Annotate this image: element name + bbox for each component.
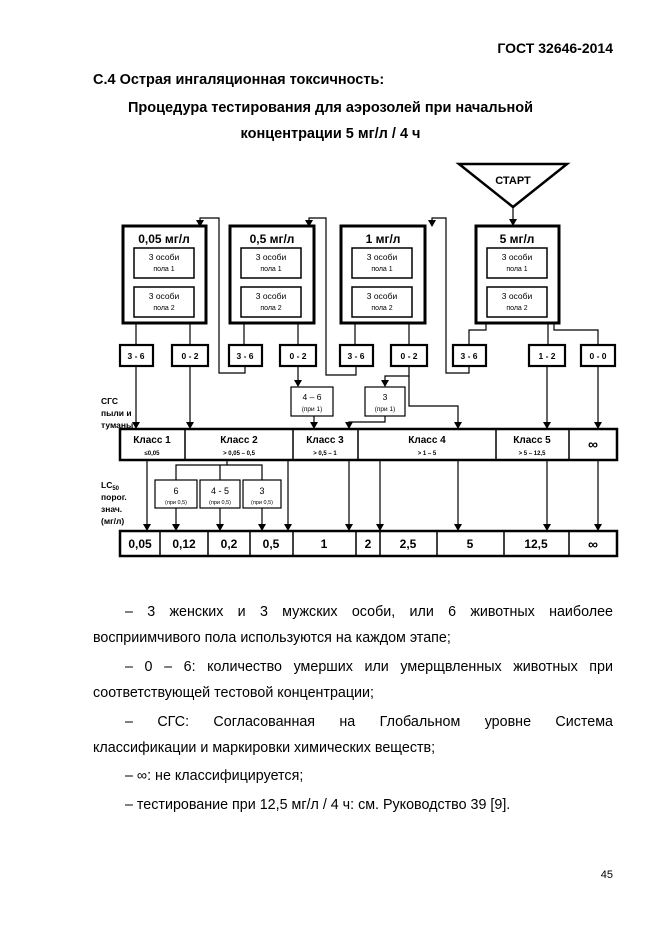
svg-text:3 - 6: 3 - 6 [347, 351, 364, 361]
svg-text:3: 3 [259, 486, 264, 496]
note-3b: классификации и маркировки химических ве… [93, 740, 436, 756]
start-label: СТАРТ [495, 175, 531, 187]
svg-text:пола 2: пола 2 [153, 305, 174, 312]
svg-text:12,5: 12,5 [524, 537, 548, 551]
svg-text:∞: ∞ [588, 436, 598, 452]
note-2b: соответствующей тестовой концентрации; [93, 685, 374, 701]
svg-text:∞: ∞ [588, 536, 598, 552]
note-3a: – СГС: Согласованная на Глобальном уровн… [125, 714, 613, 730]
svg-text:≤0,05: ≤0,05 [145, 451, 161, 457]
svg-text:0 - 0: 0 - 0 [589, 351, 606, 361]
svg-text:Класс 2: Класс 2 [220, 435, 258, 446]
svg-text:пыли и: пыли и [101, 408, 132, 418]
svg-text:5: 5 [467, 537, 474, 551]
svg-text:3 особи: 3 особи [256, 252, 287, 262]
svg-text:3 - 6: 3 - 6 [460, 351, 477, 361]
svg-text:порог.: порог. [101, 492, 127, 502]
svg-text:Класс 4: Класс 4 [408, 435, 446, 446]
svg-text:6: 6 [173, 486, 178, 496]
svg-text:LC50: LC50 [101, 480, 120, 492]
svg-text:Класс 1: Класс 1 [133, 435, 171, 446]
svg-text:(при 1): (при 1) [375, 406, 396, 413]
svg-text:> 0,05 – 0,5: > 0,05 – 0,5 [223, 451, 256, 457]
svg-text:Класс 3: Класс 3 [306, 435, 344, 446]
svg-text:0,2: 0,2 [221, 537, 238, 551]
svg-text:3 особи: 3 особи [256, 291, 287, 301]
conc-3: 5 мг/л [500, 232, 535, 246]
note-5: – тестирование при 12,5 мг/л / 4 ч: см. … [125, 797, 511, 813]
svg-text:4 - 5: 4 - 5 [211, 486, 229, 496]
svg-text:0 - 2: 0 - 2 [400, 351, 417, 361]
svg-text:пола 2: пола 2 [506, 305, 527, 312]
svg-text:(при 1): (при 1) [302, 406, 323, 413]
svg-text:3: 3 [383, 392, 388, 402]
note-4: – ∞: не классифицируется; [125, 768, 304, 784]
svg-text:(при 0,5): (при 0,5) [165, 500, 187, 506]
start-triangle [455, 162, 571, 209]
svg-text:3 - 6: 3 - 6 [127, 351, 144, 361]
svg-text:0,12: 0,12 [172, 537, 196, 551]
svg-text:(при 0,5): (при 0,5) [209, 500, 231, 506]
svg-text:0,05: 0,05 [128, 537, 152, 551]
svg-text:туманы: туманы [101, 420, 133, 430]
svg-text:знач.: знач. [101, 504, 122, 514]
note-1a: – 3 женских и 3 мужских особи, или 6 жив… [125, 604, 613, 620]
svg-text:3 особи: 3 особи [502, 291, 533, 301]
conc-2: 1 мг/л [366, 232, 401, 246]
svg-text:2: 2 [365, 537, 372, 551]
page-number: 45 [600, 869, 613, 881]
svg-text:4 – 6: 4 – 6 [303, 392, 322, 402]
svg-text:3 особи: 3 особи [149, 252, 180, 262]
section-subtitle-2: концентрации 5 мг/л / 4 ч [240, 126, 421, 142]
section-subtitle-1: Процедура тестирования для аэрозолей при… [127, 100, 534, 116]
conc-0: 0,05 мг/л [138, 232, 190, 246]
standard-header: ГОСТ 32646-2014 [497, 40, 613, 56]
svg-text:3 - 6: 3 - 6 [236, 351, 253, 361]
svg-text:3 особи: 3 особи [367, 252, 398, 262]
conc-1: 0,5 мг/л [250, 232, 295, 246]
svg-text:> 5 – 12,5: > 5 – 12,5 [519, 451, 547, 457]
svg-text:(при 0,5): (при 0,5) [251, 500, 273, 506]
svg-text:1: 1 [321, 537, 328, 551]
svg-text:(мг/л): (мг/л) [101, 516, 124, 526]
svg-text:> 1 – 5: > 1 – 5 [418, 451, 437, 457]
svg-text:пола 1: пола 1 [153, 266, 174, 273]
svg-text:3 особи: 3 особи [149, 291, 180, 301]
svg-text:1 - 2: 1 - 2 [538, 351, 555, 361]
svg-text:Класс 5: Класс 5 [513, 435, 551, 446]
svg-text:пола 1: пола 1 [260, 266, 281, 273]
svg-text:0 - 2: 0 - 2 [181, 351, 198, 361]
svg-text:пола 1: пола 1 [506, 266, 527, 273]
note-2a: – 0 – 6: количество умерших или умерщвле… [125, 659, 613, 675]
svg-text:2,5: 2,5 [400, 537, 417, 551]
svg-text:СГС: СГС [101, 396, 118, 406]
svg-text:> 0,5 – 1: > 0,5 – 1 [313, 451, 337, 457]
svg-text:пола 1: пола 1 [371, 266, 392, 273]
svg-text:пола 2: пола 2 [260, 305, 281, 312]
note-1b: восприимчивого пола используются на кажд… [93, 630, 451, 646]
section-title: С.4 Острая ингаляционная токсичность: [93, 72, 385, 88]
svg-text:0 - 2: 0 - 2 [289, 351, 306, 361]
svg-text:пола 2: пола 2 [371, 305, 392, 312]
svg-text:0,5: 0,5 [263, 537, 280, 551]
svg-text:3 особи: 3 особи [502, 252, 533, 262]
svg-text:3 особи: 3 особи [367, 291, 398, 301]
